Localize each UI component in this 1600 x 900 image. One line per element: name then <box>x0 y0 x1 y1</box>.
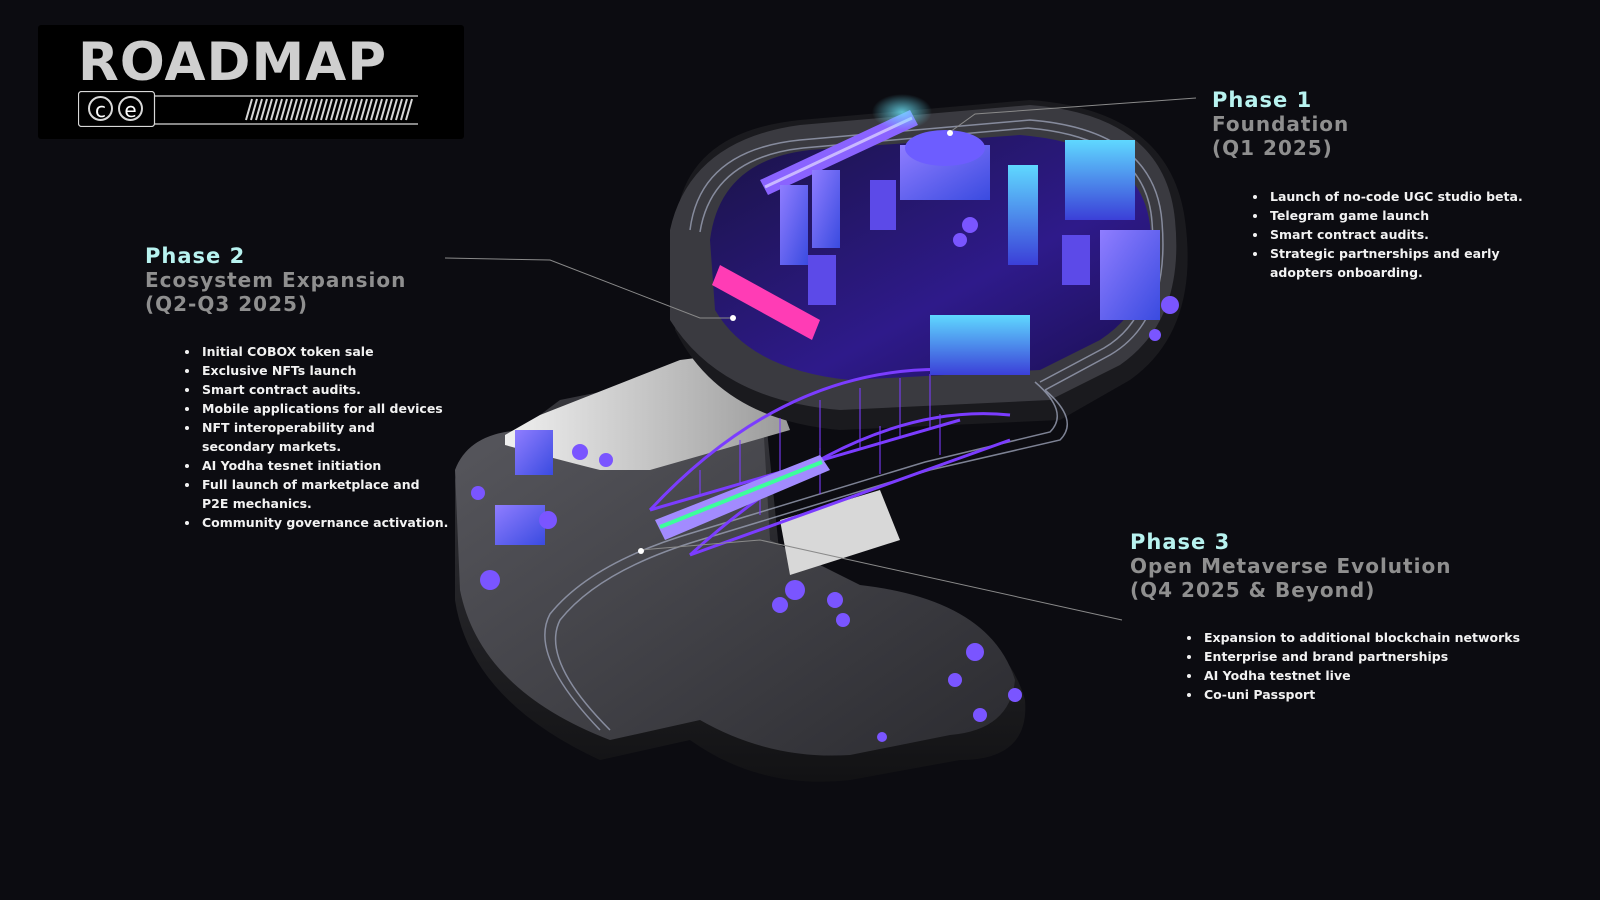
connector-lines <box>444 97 1197 621</box>
list-item: Initial COBOX token sale <box>200 342 450 361</box>
phase-1-list: Launch of no-code UGC studio beta. Teleg… <box>1250 187 1538 282</box>
phase-3-name: Open Metaverse Evolution <box>1130 554 1452 578</box>
phase-2-heading: Phase 2 Ecosystem Expansion (Q2-Q3 2025) <box>145 244 406 316</box>
list-item: Telegram game launch <box>1268 206 1538 225</box>
phase-2-name: Ecosystem Expansion <box>145 268 407 292</box>
phase-1-timeframe: (Q1 2025) <box>1212 136 1333 160</box>
list-item: Smart contract audits. <box>200 380 450 399</box>
isometric-city-icon <box>495 94 1160 545</box>
list-item: Strategic partnerships and early adopter… <box>1268 244 1538 282</box>
phase-3-heading: Phase 3 Open Metaverse Evolution (Q4 202… <box>1130 530 1451 602</box>
tree-icon <box>471 217 1179 742</box>
list-item: AI Yodha tesnet initiation <box>200 456 450 475</box>
list-item: Mobile applications for all devices <box>200 399 450 418</box>
badge-letter-c: c <box>88 96 113 122</box>
list-item: Exclusive NFTs launch <box>200 361 450 380</box>
phase-1-name: Foundation <box>1212 112 1350 136</box>
logo-frame-icon <box>78 91 418 127</box>
list-item: Community governance activation. <box>200 513 450 532</box>
list-item: NFT interoperability and secondary marke… <box>200 418 450 456</box>
list-item: Full launch of marketplace and P2E mecha… <box>200 475 450 513</box>
phase-2-list: Initial COBOX token sale Exclusive NFTs … <box>182 342 450 532</box>
list-item: AI Yodha testnet live <box>1202 666 1532 685</box>
list-item: Expansion to additional blockchain netwo… <box>1202 628 1532 647</box>
upper-platform <box>670 100 1188 430</box>
phase-3-timeframe: (Q4 2025 & Beyond) <box>1130 578 1376 602</box>
list-item: Co-uni Passport <box>1202 685 1532 704</box>
phase-3-list: Expansion to additional blockchain netwo… <box>1184 628 1532 704</box>
list-item: Launch of no-code UGC studio beta. <box>1268 187 1538 206</box>
badge-letter-e: e <box>118 96 143 122</box>
phase-2-timeframe: (Q2-Q3 2025) <box>145 292 309 316</box>
phase-1-number: Phase 1 <box>1212 88 1313 112</box>
list-item: Enterprise and brand partnerships <box>1202 647 1532 666</box>
phase-2-number: Phase 2 <box>145 244 246 268</box>
train-icon <box>655 110 918 540</box>
roadmap-title: ROADMAP <box>78 32 388 93</box>
phase-3-number: Phase 3 <box>1130 530 1231 554</box>
logo-badge-bar: c e <box>78 91 418 127</box>
list-item: Smart contract audits. <box>1268 225 1538 244</box>
phase-1-heading: Phase 1 Foundation (Q1 2025) <box>1212 88 1349 160</box>
roadmap-logo: ROADMAP c e <box>38 25 464 139</box>
